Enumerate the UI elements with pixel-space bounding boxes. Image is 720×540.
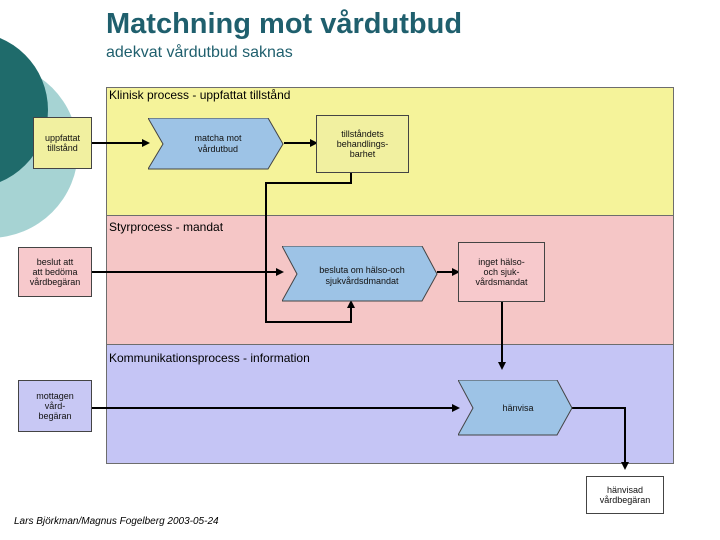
process-besluta-line-2: sjukvårdsdmandat bbox=[325, 276, 399, 286]
box-inget-line-2: och sjuk- bbox=[483, 267, 520, 277]
page-subtitle: adekvat vårdutbud saknas bbox=[106, 44, 293, 61]
box-tillstandets-line-2: behandlings- bbox=[336, 139, 389, 149]
box-inget-line-3: vårdsmandat bbox=[475, 277, 528, 287]
box-mottagen-line-1: mottagen bbox=[36, 391, 74, 401]
box-hanvisad-line-1: hänvisad bbox=[606, 485, 643, 495]
process-besluta-line-1: besluta om hälso-och bbox=[319, 265, 405, 275]
box-mottagen-line-3: begäran bbox=[38, 411, 72, 421]
box-uppfattat-line-2: tillstånd bbox=[47, 143, 78, 153]
box-inget-line-1: inget hälso- bbox=[478, 257, 525, 267]
box-beslut-line-1: beslut att bbox=[36, 257, 74, 267]
process-besluta-om-mandat: besluta om hälso-och sjukvårdsdmandat bbox=[282, 246, 438, 302]
process-shape bbox=[148, 118, 284, 170]
lane-title-clinical: Klinisk process - uppfattat tillstånd bbox=[109, 88, 291, 102]
lane-title-steering: Styrprocess - mandat bbox=[109, 220, 224, 234]
box-inget-mandat: inget hälso-och sjuk-vårdsmandat bbox=[458, 242, 545, 302]
arrow-hanvisa-to-hanvisad bbox=[572, 407, 629, 470]
process-hanvisa-label: hänvisa bbox=[502, 403, 533, 413]
box-mottagen-line-2: vård- bbox=[44, 401, 66, 411]
box-uppfattat-line-1: uppfattat bbox=[44, 133, 81, 143]
lane-communication bbox=[106, 344, 674, 464]
process-matcha-line-1: matcha mot bbox=[194, 133, 242, 143]
box-hanvisad-line-2: vårdbegäran bbox=[599, 495, 651, 505]
box-beslut-line-2: att bedöma bbox=[32, 267, 78, 277]
process-hanvisa: hänvisa bbox=[458, 380, 573, 436]
footer-credit: Lars Björkman/Magnus Fogelberg 2003-05-2… bbox=[14, 516, 219, 527]
lane-title-communication: Kommunikationsprocess - information bbox=[109, 351, 310, 365]
process-shape bbox=[458, 380, 573, 436]
box-beslut-line-3: vårdbegäran bbox=[29, 277, 81, 287]
process-matcha-mot-vardutbud: matcha mot vårdutbud bbox=[148, 118, 284, 170]
box-tillstandets-line-3: barhet bbox=[349, 149, 376, 159]
process-matcha-line-2: vårdutbud bbox=[198, 144, 238, 154]
process-shape bbox=[282, 246, 438, 302]
page-title: Matchning mot vårdutbud bbox=[106, 8, 463, 40]
arrow-tillstandets-to-besluta bbox=[265, 173, 355, 323]
box-tillstandets-line-1: tillståndets bbox=[341, 129, 384, 139]
